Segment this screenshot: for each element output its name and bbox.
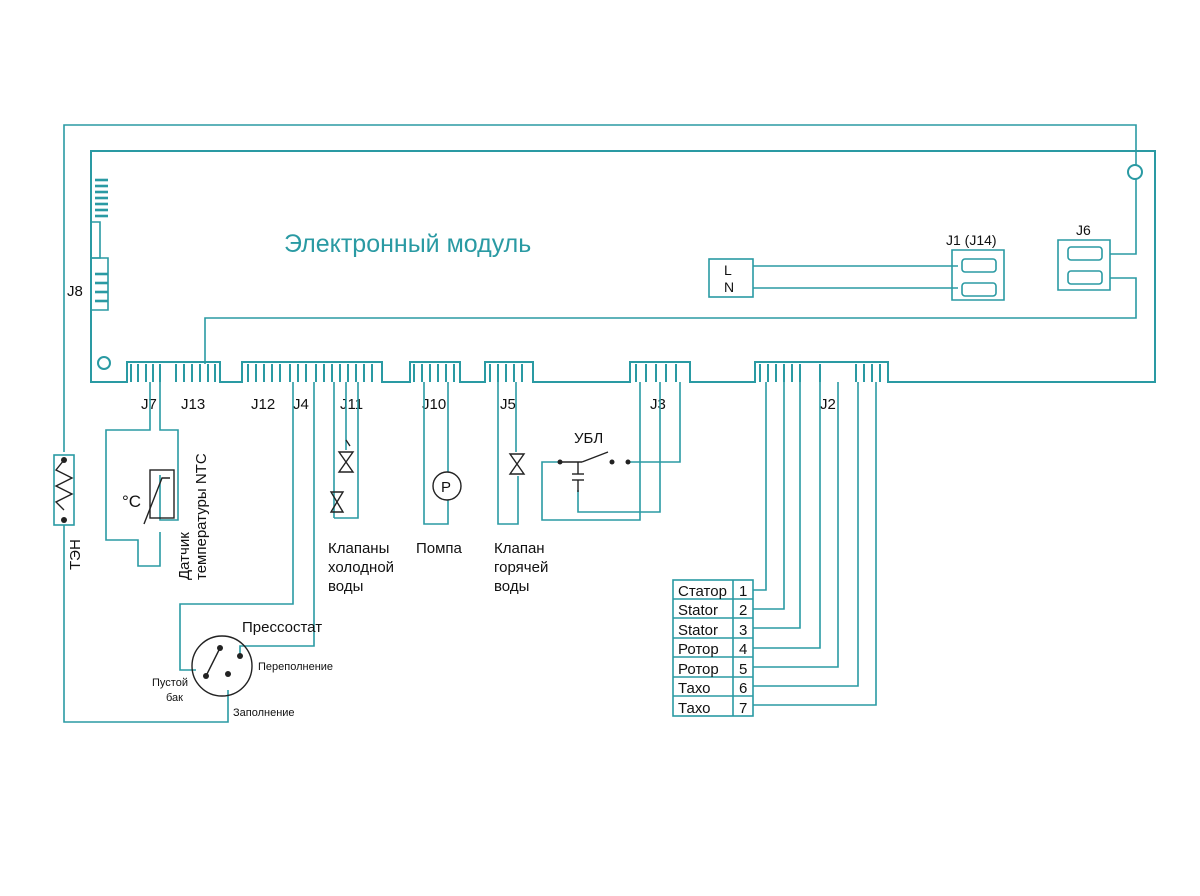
hot-valve-wire-a [497, 382, 519, 525]
electronic-module-board [90, 150, 1156, 383]
j5-label: J5 [500, 396, 516, 413]
hot-valve-label-2: горячей [494, 559, 548, 576]
j4-label: J4 [293, 396, 309, 413]
cold-valves-label-1: Клапаны [328, 540, 389, 557]
filling-label: Заполнение [233, 707, 295, 719]
pump-label: Помпа [416, 540, 463, 557]
power-l-label: L [724, 262, 732, 278]
j8-connector [90, 176, 109, 311]
motor-row-2-pin: 2 [739, 602, 747, 619]
j6-wire-1 [1110, 179, 1137, 255]
motor-wire-6 [753, 382, 859, 687]
j10-label: J10 [422, 396, 446, 413]
hot-valve-label-3: воды [494, 578, 529, 595]
motor-row-4-pin: 4 [739, 641, 747, 658]
cold-valves-label-2: холодной [328, 559, 394, 576]
ground-terminal [1127, 164, 1143, 180]
pressure-switch-contact [205, 647, 221, 677]
pressure-switch-wire-1 [179, 382, 294, 671]
power-n-label: N [724, 279, 734, 295]
ntc-sensor [149, 469, 175, 519]
motor-row-7-name: Тахо [678, 700, 711, 717]
door-lock-wire-a [541, 382, 641, 521]
power-terminal [708, 258, 754, 298]
ntc-label-line2: температуры NTC [193, 453, 210, 580]
pressure-switch-label: Прессостат [242, 619, 322, 636]
ntc-symbol-line [143, 477, 170, 525]
motor-row-2-name: Stator [678, 602, 718, 619]
module-title: Электронный модуль [284, 230, 531, 258]
door-lock-label: УБЛ [574, 430, 603, 447]
motor-row-3-name: Stator [678, 622, 718, 639]
motor-wire-7 [753, 382, 877, 706]
hot-valve-label-1: Клапан [494, 540, 545, 557]
motor-wire-2 [753, 382, 785, 610]
empty-tank-label-1: Пустой [152, 677, 188, 689]
j6-connector [1057, 239, 1111, 291]
motor-row-6-name: Тахо [678, 680, 711, 697]
j6-label: J6 [1076, 222, 1091, 238]
hot-water-valve-icon [508, 453, 526, 475]
connector-pins [130, 364, 881, 382]
j8-label: J8 [67, 283, 83, 300]
motor-wire-4 [753, 382, 821, 649]
motor-row-7-pin: 7 [739, 700, 747, 717]
motor-row-1-pin: 1 [739, 583, 747, 600]
j6-return-wire [204, 277, 1137, 364]
ntc-celsius-icon: °C [122, 492, 141, 511]
j12-label: J12 [251, 396, 275, 413]
door-lock-wire-c [630, 382, 681, 463]
overflow-label: Переполнение [258, 661, 333, 673]
heater-element [53, 454, 75, 526]
motor-wire-5 [753, 382, 839, 668]
pump-symbol: P [441, 479, 451, 496]
j1-label: J1 (J14) [946, 232, 997, 248]
pressure-switch-body [191, 635, 253, 697]
motor-row-1-name: Статор [678, 583, 727, 600]
motor-wire-1 [753, 382, 767, 591]
pump-wire-a [423, 382, 449, 525]
motor-row-6-pin: 6 [739, 680, 747, 697]
pump-icon [432, 471, 462, 501]
heater-supply-wire [63, 124, 1137, 452]
heater-label: ТЭН [67, 539, 84, 570]
motor-wire-3 [753, 382, 801, 629]
ntc-label-line1: Датчик [176, 532, 193, 580]
motor-row-4-name: Ротор [678, 641, 719, 658]
j2-label: J2 [820, 396, 836, 413]
cold-valves-label-3: воды [328, 578, 363, 595]
heater-return-wire [63, 525, 229, 723]
ntc-wire-a [105, 382, 161, 567]
motor-pin-table [672, 579, 754, 717]
j1-connector [951, 249, 1005, 301]
pressure-switch-wire-2 [239, 382, 315, 654]
motor-row-5-name: Ротор [678, 661, 719, 678]
j11-label: J11 [340, 396, 363, 413]
motor-row-3-pin: 3 [739, 622, 747, 639]
door-lock-wire-b [577, 382, 661, 513]
cold-valve-wire-c [334, 382, 359, 519]
empty-tank-label-2: бак [166, 692, 183, 704]
cold-water-valve-icon [329, 439, 355, 513]
mount-hole [97, 356, 111, 370]
door-lock-icon [557, 451, 631, 492]
ntc-wire-b [159, 382, 179, 521]
j3-label: J3 [650, 396, 666, 413]
j13-label: J13 [181, 396, 205, 413]
j7-label: J7 [141, 396, 157, 413]
motor-row-5-pin: 5 [739, 661, 747, 678]
